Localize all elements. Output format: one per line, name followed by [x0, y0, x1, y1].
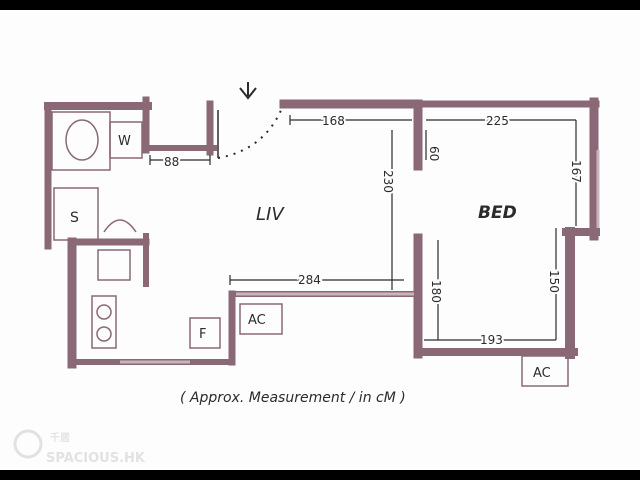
dimension-168: 168	[322, 114, 345, 128]
watermark-brand: SPACIOUS.HK	[46, 451, 146, 466]
shower-box	[53, 187, 99, 241]
fixtures	[51, 111, 569, 387]
measurement-caption: ( Approx. Measurement / in cM )	[180, 390, 406, 406]
fridge-box	[189, 317, 221, 349]
toilet-bowl	[65, 119, 99, 161]
windows	[120, 150, 600, 364]
ac-bed-label: AC	[533, 366, 551, 381]
room-label-wc: W	[118, 134, 131, 149]
dimension-180: 180	[429, 280, 443, 303]
fridge-label: F	[199, 327, 206, 342]
ac-living-box	[239, 303, 283, 335]
stove-box	[91, 295, 117, 349]
watermark-cjk: 千居	[50, 431, 70, 444]
dimension-230: 230	[381, 170, 395, 193]
ac-bed-box	[521, 355, 569, 387]
door-swing-arc	[217, 107, 283, 159]
dimension-225: 225	[486, 114, 509, 128]
dimension-150: 150	[547, 270, 561, 293]
entry-arrow-icon	[239, 82, 257, 100]
watermark: 千居 SPACIOUS.HK	[13, 429, 146, 466]
watermark-logo-icon	[13, 429, 43, 459]
dimension-167: 167	[569, 160, 583, 183]
dimension-88: 88	[164, 155, 179, 169]
dimension-60: 60	[427, 146, 441, 161]
burner-2-icon	[96, 326, 112, 342]
basin	[103, 219, 137, 233]
sink-box	[97, 249, 131, 281]
room-label-bed: BED	[478, 203, 517, 223]
dimension-193: 193	[480, 333, 503, 347]
room-label-living: LIV	[256, 204, 285, 225]
room-label-shower: S	[70, 210, 79, 226]
dimension-lines	[149, 115, 577, 341]
burner-1-icon	[96, 304, 112, 320]
entry-door	[217, 82, 283, 159]
washer-box	[109, 121, 143, 159]
dimension-284: 284	[298, 273, 321, 287]
ac-living-label: AC	[248, 313, 266, 328]
